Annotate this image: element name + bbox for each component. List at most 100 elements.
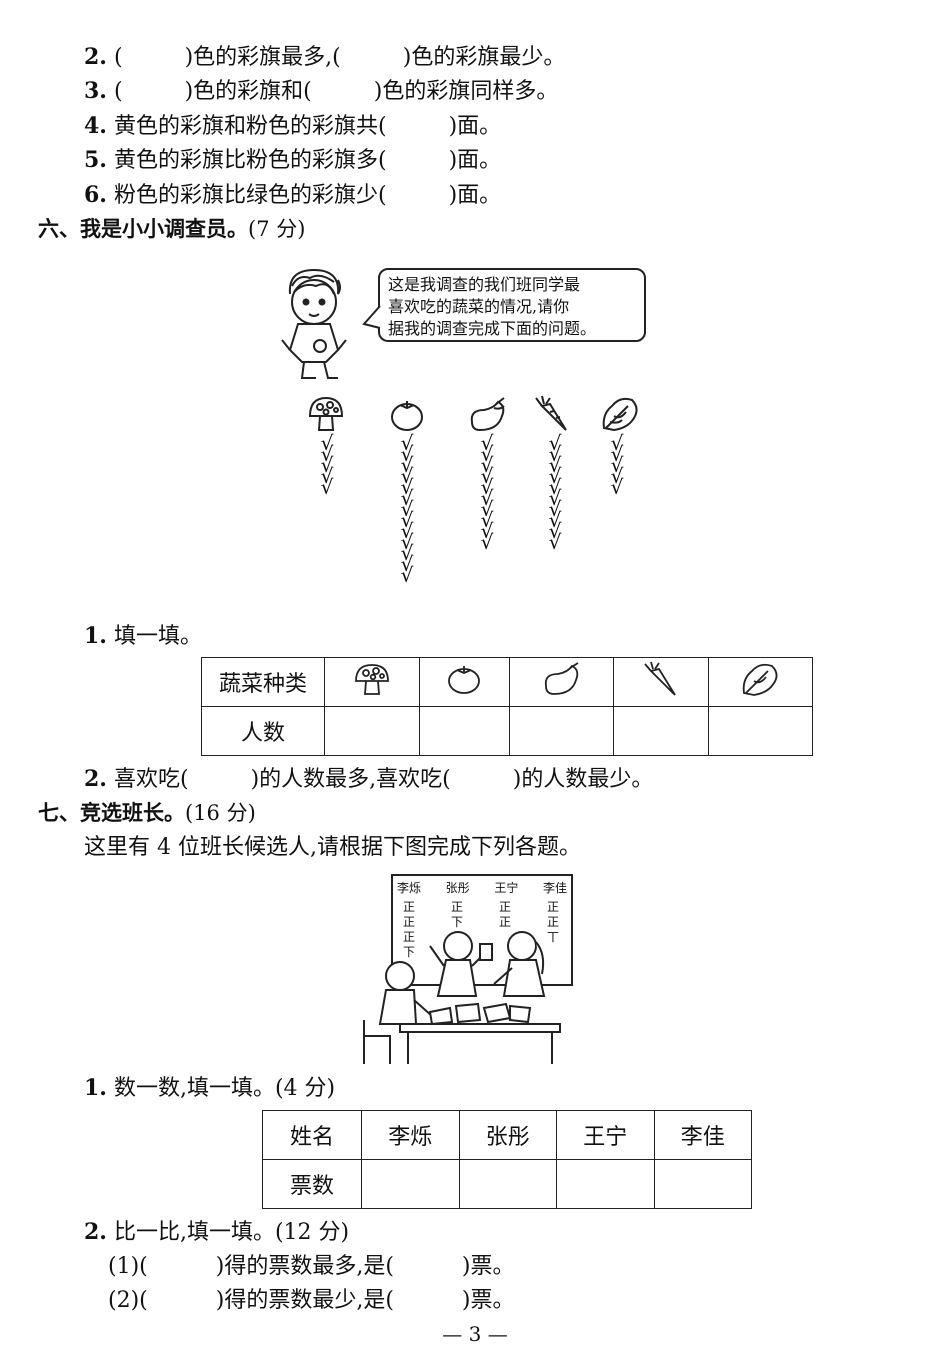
check-mark: √ xyxy=(320,431,334,455)
check-mark: √ xyxy=(400,519,414,543)
check-mark: √ xyxy=(548,530,562,554)
check-mark: √ xyxy=(320,442,334,466)
answer-cell-eggplant[interactable] xyxy=(508,706,615,756)
carrot-icon xyxy=(644,661,676,696)
s7-question-2: 2. 比一比,填一填。(12 分) xyxy=(84,1219,350,1245)
question-5: 5. 黄色的彩旗比粉色的彩旗多()面。 xyxy=(84,147,502,173)
question-3: 3. ()色的彩旗和()色的彩旗同样多。 xyxy=(84,78,559,104)
tally-lijia: 正正丅 xyxy=(547,900,560,944)
header-lijia: 李佳 xyxy=(653,1110,752,1160)
s7-question-1: 1. 数一数,填一填。(4 分) xyxy=(84,1075,336,1101)
boy-illustration xyxy=(281,268,347,379)
question-4: 4. 黄色的彩旗和粉色的彩旗共()面。 xyxy=(84,113,502,139)
section-6-title: 六、我是小小调查员。(7 分) xyxy=(38,217,306,241)
bubble-tail xyxy=(362,305,381,329)
tally-wangning: 正正 xyxy=(499,900,512,929)
check-mark: √ xyxy=(400,464,414,488)
s6-question-2: 2. 喜欢吃()的人数最多,喜欢吃()的人数最少。 xyxy=(84,766,654,792)
check-mark: √ xyxy=(548,431,562,455)
row-label-votes: 票数 xyxy=(262,1159,362,1209)
check-mark: √ xyxy=(400,486,414,510)
check-mark: √ xyxy=(400,431,414,455)
page-number: — 3 — xyxy=(442,1322,508,1346)
vegetable-table: 蔬菜种类 人数 xyxy=(201,657,814,756)
check-mark: √ xyxy=(610,475,624,499)
check-mark: √ xyxy=(548,453,562,477)
row-label-veg-type: 蔬菜种类 xyxy=(201,657,325,707)
cabbage-icon xyxy=(743,663,778,696)
tomato-icon xyxy=(448,666,481,694)
answer-cell-cabbage[interactable] xyxy=(707,706,814,756)
check-mark: √ xyxy=(480,519,494,543)
check-mark: √ xyxy=(480,486,494,510)
carrot-icon xyxy=(535,395,567,431)
check-column-carrot: √√√√√√√√√√ xyxy=(544,431,566,554)
check-mark: √ xyxy=(400,497,414,521)
check-mark: √ xyxy=(480,464,494,488)
section-7-intro: 这里有 4 位班长候选人,请根据下图完成下列各题。 xyxy=(84,835,581,860)
children-voting-illustration xyxy=(363,931,561,1064)
check-mark: √ xyxy=(480,453,494,477)
check-mark: √ xyxy=(320,453,334,477)
header-carrot xyxy=(613,657,709,707)
s6-question-1: 1. 填一填。 xyxy=(84,623,202,649)
check-mark: √ xyxy=(400,552,414,576)
question-6: 6. 粉色的彩旗比绿色的彩旗少()面。 xyxy=(84,182,502,208)
check-mark: √ xyxy=(480,497,494,521)
s7-subquestion-1: (1)()得的票数最多,是()票。 xyxy=(108,1254,515,1279)
header-tomato xyxy=(418,657,511,707)
answer-cell-zhangtong[interactable] xyxy=(458,1159,557,1209)
check-mark: √ xyxy=(400,530,414,554)
header-zhangtong: 张彤 xyxy=(458,1110,557,1160)
question-2: 2. ()色的彩旗最多,()色的彩旗最少。 xyxy=(84,44,566,70)
check-mark: √ xyxy=(548,442,562,466)
check-mark: √ xyxy=(610,464,624,488)
check-mark: √ xyxy=(480,475,494,499)
check-mark: √ xyxy=(610,453,624,477)
header-lishuo: 李烁 xyxy=(361,1110,460,1160)
s7-subquestion-2: (2)()得的票数最少,是()票。 xyxy=(108,1288,515,1313)
speech-bubble: 这是我调查的我们班同学最 喜欢吃的蔬菜的情况,请你 据我的调查完成下面的问题。 xyxy=(378,268,646,342)
header-cabbage xyxy=(707,657,814,707)
mushroom-icon xyxy=(355,664,389,695)
answer-cell-carrot[interactable] xyxy=(613,706,709,756)
check-mark: √ xyxy=(400,442,414,466)
check-mark: √ xyxy=(610,442,624,466)
check-mark: √ xyxy=(548,508,562,532)
check-mark: √ xyxy=(400,453,414,477)
answer-cell-tomato[interactable] xyxy=(418,706,511,756)
check-mark: √ xyxy=(400,508,414,532)
check-mark: √ xyxy=(480,530,494,554)
check-mark: √ xyxy=(548,519,562,543)
check-mark: √ xyxy=(610,431,624,455)
check-mark: √ xyxy=(480,431,494,455)
eggplant-icon xyxy=(470,397,505,432)
check-mark: √ xyxy=(320,475,334,499)
section-7-title: 七、竞选班长。(16 分) xyxy=(38,801,256,825)
tomato-icon xyxy=(391,401,423,431)
header-wangning: 王宁 xyxy=(556,1110,655,1160)
answer-cell-wangning[interactable] xyxy=(556,1159,655,1209)
mushroom-icon xyxy=(308,396,344,431)
answer-cell-lishuo[interactable] xyxy=(361,1159,460,1209)
board-names: 李烁 张彤 王宁 李佳 xyxy=(397,881,567,895)
answer-cell-lijia[interactable] xyxy=(653,1159,752,1209)
tally-lishuo: 正正正下 xyxy=(403,900,416,959)
row-label-count: 人数 xyxy=(201,706,325,756)
tally-board: 李烁 张彤 王宁 李佳 正正正下 正下 正正 正正丅 xyxy=(391,874,573,986)
check-mark: √ xyxy=(548,475,562,499)
cabbage-icon xyxy=(602,397,638,432)
check-column-mushroom: √√√√√ xyxy=(316,431,338,499)
check-mark: √ xyxy=(400,563,414,587)
check-mark: √ xyxy=(400,541,414,565)
header-eggplant xyxy=(508,657,615,707)
header-name: 姓名 xyxy=(262,1110,362,1160)
answer-cell-mushroom[interactable] xyxy=(324,706,420,756)
check-mark: √ xyxy=(400,475,414,499)
check-column-tomato: √√√√√√√√√√√√√ xyxy=(396,431,418,587)
eggplant-icon xyxy=(544,662,579,695)
check-column-cabbage: √√√√√ xyxy=(606,431,628,499)
header-mushroom xyxy=(324,657,420,707)
check-mark: √ xyxy=(548,486,562,510)
check-mark: √ xyxy=(548,464,562,488)
